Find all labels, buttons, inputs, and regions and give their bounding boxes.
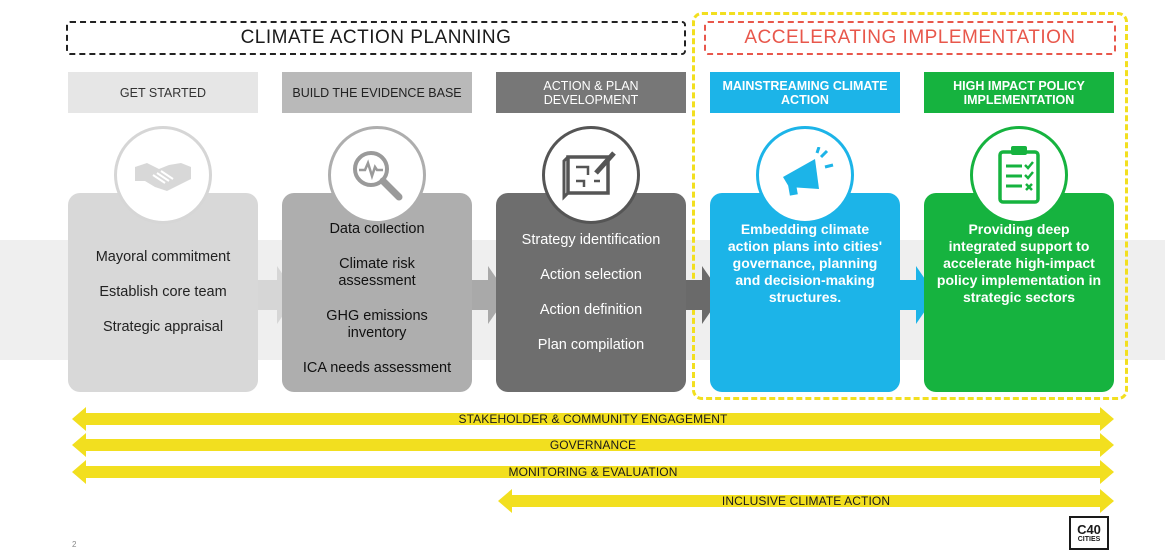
column-title-text: HIGH IMPACT POLICY IMPLEMENTATION (953, 78, 1085, 107)
list-item: Strategy identification (521, 231, 661, 248)
column-title-evidence: BUILD THE EVIDENCE BASE (282, 72, 472, 113)
column-body-mainstreaming: Embedding climate action plans into citi… (710, 193, 900, 392)
list-item: ICA needs assessment (302, 360, 452, 376)
column-body-evidence: Data collection Climate risk assessment … (282, 193, 472, 392)
column-title-mainstreaming: MAINSTREAMING CLIMATE ACTION (710, 72, 900, 113)
arrow-governance: GOVERNANCE (72, 433, 1114, 457)
column-body-get-started: Mayoral commitment Establish core team S… (68, 193, 258, 392)
column-title-text: MAINSTREAMING CLIMATE ACTION (722, 78, 888, 107)
column-title-action: ACTION & PLAN DEVELOPMENT (496, 72, 686, 113)
crosscutting-label: GOVERNANCE (549, 438, 637, 452)
section-title-planning: CLIMATE ACTION PLANNING (240, 27, 512, 48)
page-number: 2 (72, 540, 77, 549)
blueprint-pencil-icon (542, 126, 640, 224)
list-item: Action definition (539, 301, 643, 318)
checklist-icon (970, 126, 1068, 224)
crosscutting-label: STAKEHOLDER & COMMUNITY ENGAGEMENT (458, 412, 728, 426)
section-header-accelerating: ACCELERATING IMPLEMENTATION (704, 21, 1116, 55)
column-title-text: ACTION & PLAN DEVELOPMENT (543, 78, 639, 107)
arrow-monitoring-evaluation: MONITORING & EVALUATION (72, 460, 1114, 484)
column-title-text: GET STARTED (119, 85, 207, 100)
column-title-high-impact: HIGH IMPACT POLICY IMPLEMENTATION (924, 72, 1114, 113)
list-item: Establish core team (99, 284, 227, 300)
list-item: Data collection (329, 221, 425, 237)
column-description: Embedding climate action plans into citi… (727, 221, 883, 305)
logo-text-main: C40 (1077, 521, 1101, 537)
c40-logo: C40 CITIES (1069, 516, 1109, 550)
section-title-accelerating: ACCELERATING IMPLEMENTATION (744, 27, 1076, 48)
list-item: Climate risk assessment (338, 256, 416, 289)
logo-text-sub: CITIES (1077, 535, 1101, 543)
accelerating-outline (692, 12, 1128, 400)
list-item: Mayoral commitment (95, 249, 231, 265)
list-item: Plan compilation (537, 336, 645, 353)
section-header-planning: CLIMATE ACTION PLANNING (66, 21, 686, 55)
column-title-text: BUILD THE EVIDENCE BASE (292, 85, 462, 100)
arrow-inclusive-climate-action: INCLUSIVE CLIMATE ACTION (498, 489, 1114, 513)
list-item: Action selection (540, 266, 642, 283)
crosscutting-label: INCLUSIVE CLIMATE ACTION (721, 494, 891, 508)
column-title-get-started: GET STARTED (68, 72, 258, 113)
megaphone-icon (756, 126, 854, 224)
handshake-icon (114, 126, 212, 224)
crosscutting-label: MONITORING & EVALUATION (508, 465, 678, 479)
column-description: Providing deep integrated support to acc… (936, 221, 1102, 305)
list-item: Strategic appraisal (102, 319, 224, 335)
magnifier-pulse-icon (328, 126, 426, 224)
column-body-action: Strategy identification Action selection… (496, 193, 686, 392)
column-body-high-impact: Providing deep integrated support to acc… (924, 193, 1114, 392)
list-item: GHG emissions inventory (326, 308, 428, 341)
arrow-stakeholder-engagement: STAKEHOLDER & COMMUNITY ENGAGEMENT (72, 407, 1114, 431)
